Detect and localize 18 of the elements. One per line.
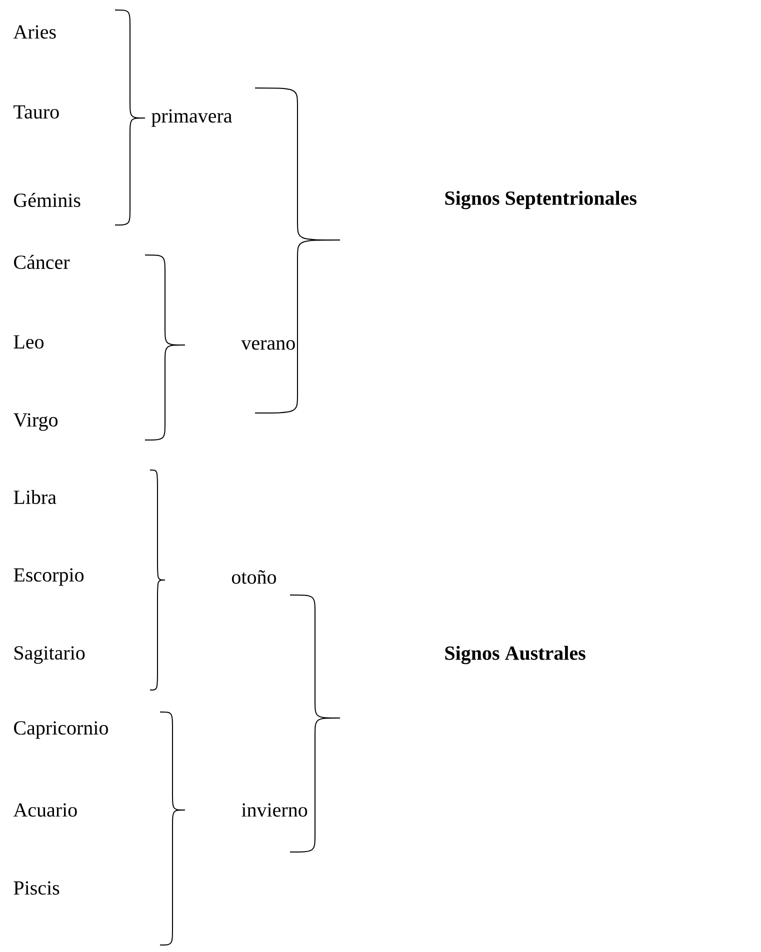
sign-label: Acuario (13, 803, 77, 817)
season-label: invierno (242, 803, 308, 817)
sign-label: Sagitario (14, 646, 85, 664)
sign-label: Escorpio (14, 568, 84, 586)
group-label: Signos Septentrionales (445, 190, 637, 210)
sign-label: Piscis (14, 881, 60, 895)
sign-label: Capricornio (14, 721, 108, 739)
season-label: primavera (152, 109, 232, 127)
sign-label: Tauro (14, 105, 59, 119)
sign-label: Virgo (13, 413, 58, 431)
sign-label: Aries (13, 25, 56, 39)
sign-label: Leo (14, 335, 44, 349)
season-label: otoño (232, 570, 276, 584)
season-label: verano (241, 340, 295, 350)
sign-label: Cáncer (14, 254, 70, 270)
group-label: Signos Australes (445, 646, 586, 664)
sign-label: Libra (14, 490, 56, 504)
sign-label: Géminis (14, 192, 80, 208)
